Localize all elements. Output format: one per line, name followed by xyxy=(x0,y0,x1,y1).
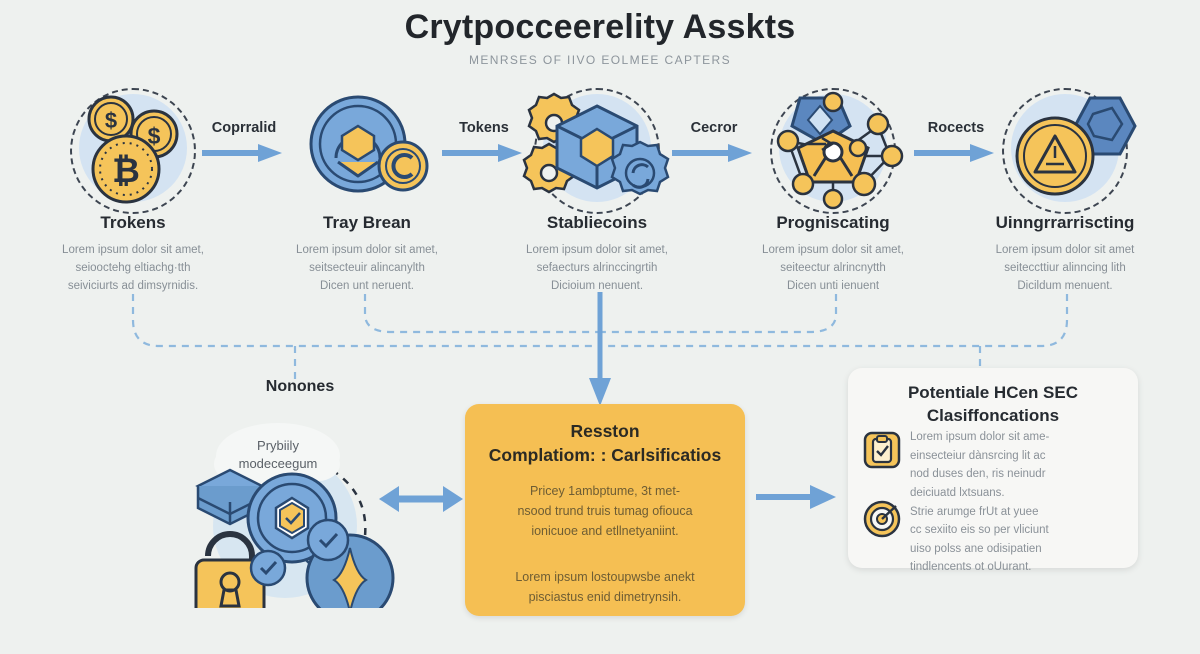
node-description: Lorem ipsum dolor sit amet, sefaecturs a… xyxy=(526,244,668,292)
connector-label: Rocects xyxy=(927,120,985,136)
arrow-right-icon xyxy=(914,144,994,162)
svg-text:Prybiily: Prybiily xyxy=(257,438,299,453)
dashed-arc xyxy=(331,468,367,545)
gold-card-body: Pricey 1ambptume, 3t met- nsood trund tr… xyxy=(517,484,693,539)
arrow-right-icon xyxy=(672,144,752,162)
connector-label: Cecror xyxy=(690,120,738,136)
connector-rocects: Rocects xyxy=(908,120,1004,164)
node-label: Uinngrrarriscting xyxy=(995,213,1135,232)
svg-text:₿: ₿ xyxy=(112,152,140,190)
svg-text:modeceegum: modeceegum xyxy=(239,456,318,471)
arrow-right-to-panel xyxy=(756,485,836,509)
token-hexagon-icon xyxy=(246,472,338,564)
node-description: Lorem ipsum dolor sit amet, seiooctehg e… xyxy=(62,244,204,292)
node-progniscating-art xyxy=(728,86,938,214)
arrow-right-icon xyxy=(202,144,282,162)
connector-tokens: Tokens xyxy=(436,120,532,164)
node-label: Stabliecoins xyxy=(546,213,648,232)
network-nodes-icon xyxy=(776,91,904,210)
node-trokens-art: $ $ ₿ xyxy=(28,86,238,214)
node-description: Lorem ipsum dolor sit amet, seitsecteuir… xyxy=(296,244,438,292)
node-uinngrrarriscting-art xyxy=(960,86,1170,214)
gold-card-heading: Resston Complatiom: : Carlsificatios xyxy=(488,421,722,465)
connector-label: Tokens xyxy=(459,120,509,136)
node-trokens[interactable]: $ $ ₿ Trokens Lorem ipsum dolor sit amet… xyxy=(28,86,238,295)
dashed-connector-tree xyxy=(131,292,1069,406)
panel-heading: Potentiale HCen SEC Clasiffoncations xyxy=(907,383,1079,425)
panel-body-text: Lorem ipsum dolor sit ame- einsecteiur d… xyxy=(910,431,1050,574)
blockchain-coin-icon xyxy=(309,95,429,193)
target-icon xyxy=(863,500,901,538)
panel-sec-classifications[interactable]: Potentiale HCen SEC Clasiffoncations Lor… xyxy=(848,368,1138,573)
node-label: Tray Brean xyxy=(323,213,411,232)
dashed-ring xyxy=(70,88,196,214)
main-down-arrow xyxy=(589,292,611,406)
warning-coin-icon xyxy=(1015,96,1137,196)
coins-icon: $ $ ₿ xyxy=(87,95,179,204)
page-title: Crytpocceerelity Asskts xyxy=(404,8,796,46)
connector-label: Coprralid xyxy=(211,120,277,136)
check-node-icon xyxy=(249,518,350,587)
node-progniscating[interactable]: Progniscating Lorem ipsum dolor sit amet… xyxy=(728,86,938,295)
panel-icon-column xyxy=(862,430,906,544)
cube-gears-icon xyxy=(522,92,670,196)
arrow-right-icon xyxy=(442,144,522,162)
node-stabliecoins[interactable]: Stabliecoins Lorem ipsum dolor sit amet,… xyxy=(492,86,702,295)
node-uinngrrarriscting[interactable]: Uinngrrarriscting Lorem ipsum dolor sit … xyxy=(960,86,1170,295)
gold-summary-card[interactable]: Resston Complatiom: : Carlsificatios Pri… xyxy=(465,404,745,616)
node-stabliecoins-art xyxy=(492,86,702,214)
dashed-ring xyxy=(1002,88,1128,214)
node-label: Progniscating xyxy=(776,213,890,232)
connector-cecror: Cecror xyxy=(666,120,762,164)
gold-card-body-secondary: Lorem ipsum lostoupwsbe anekt pisciastus… xyxy=(515,570,695,605)
node-tray-brean-art xyxy=(262,86,472,211)
gear-refresh xyxy=(610,140,670,196)
node-label: Trokens xyxy=(100,213,166,232)
page-subtitle: MENRSES OF IIVO EOLMEE CAPTERS xyxy=(468,53,732,67)
clipboard-check-icon xyxy=(863,431,901,469)
node-description: Lorem ipsum dolor sit amet, seiteectur a… xyxy=(762,244,904,292)
cluster-label: Nonones xyxy=(265,378,335,395)
node-tray-brean[interactable]: Tray Brean Lorem ipsum dolor sit amet, s… xyxy=(262,86,472,295)
svg-text:$: $ xyxy=(105,108,117,133)
svg-text:$: $ xyxy=(148,123,161,149)
node-description: Lorem ipsum dolor sit amet seiteccttiur … xyxy=(995,244,1135,292)
connector-coprralid: Coprralid xyxy=(196,120,292,164)
arrow-bidirectional xyxy=(379,486,463,512)
